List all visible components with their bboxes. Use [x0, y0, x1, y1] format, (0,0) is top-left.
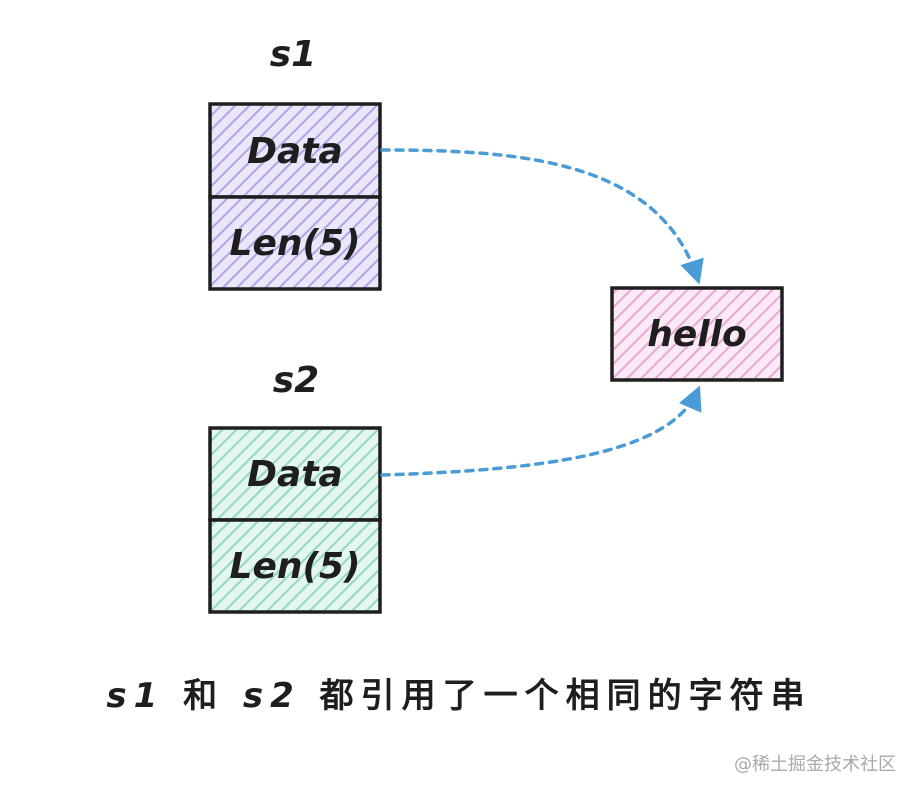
s2-data-label: Data — [247, 454, 343, 495]
s2-len-cell — [208, 518, 382, 614]
s1-label: s1 — [270, 34, 316, 75]
caption-s2: s2 — [242, 676, 301, 716]
hello-label: hello — [647, 314, 746, 355]
s1-len-label: Len(5) — [230, 223, 361, 264]
s1-struct: Data Len(5) — [208, 102, 382, 291]
hello-box — [610, 286, 784, 382]
s1-len-cell — [208, 195, 382, 291]
s2-len-label: Len(5) — [230, 546, 361, 587]
s1-pointer-arrow — [380, 148, 704, 285]
watermark: @稀土掘金技术社区 — [734, 754, 896, 775]
s1-data-cell — [208, 102, 382, 199]
caption: s1 和 s2 都引用了一个相同的字符串 — [0, 668, 918, 717]
caption-s1: s1 — [106, 676, 165, 716]
s1-data-label: Data — [247, 131, 343, 172]
caption-and: 和 — [183, 676, 225, 716]
s2-label: s2 — [273, 360, 319, 401]
hello-string: hello — [610, 286, 784, 382]
s2-pointer-arrow — [380, 385, 702, 477]
caption-rest: 都引用了一个相同的字符串 — [319, 676, 812, 716]
s2-struct: Data Len(5) — [208, 426, 382, 614]
